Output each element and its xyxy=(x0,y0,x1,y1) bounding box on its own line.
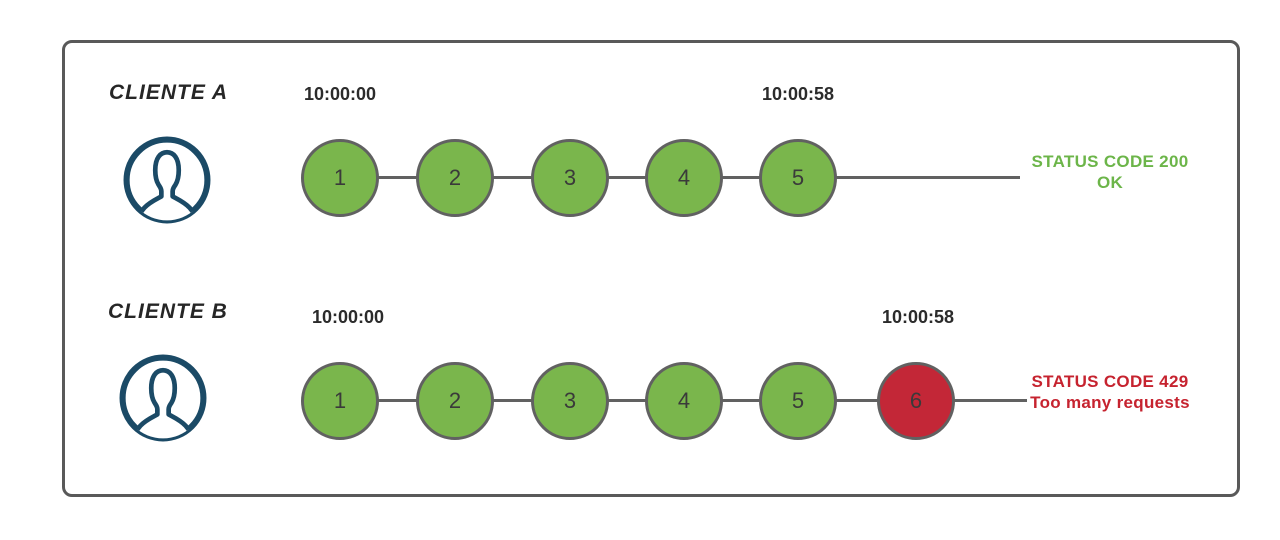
status-message-line: Too many requests xyxy=(1030,393,1190,412)
status-code-line: STATUS CODE 200 xyxy=(1031,152,1189,171)
client-b-user-icon xyxy=(116,351,210,445)
status-message-line: OK xyxy=(1096,173,1124,192)
request-circle: 3 xyxy=(531,362,609,440)
client-b-start-time: 10:00:00 xyxy=(311,307,385,327)
client-a-end-time: 10:00:58 xyxy=(761,84,835,104)
client-b-end-time: 10:00:58 xyxy=(881,307,955,327)
client-a-user-icon xyxy=(120,133,214,227)
client-a-status-label: STATUS CODE 200 OK xyxy=(1010,151,1210,193)
request-circle: 5 xyxy=(759,139,837,217)
request-circle: 1 xyxy=(301,362,379,440)
request-circle: 2 xyxy=(416,139,494,217)
request-circle: 4 xyxy=(645,362,723,440)
diagram-frame xyxy=(62,40,1240,497)
client-a-start-time: 10:00:00 xyxy=(303,84,377,104)
client-b-status-label: STATUS CODE 429 Too many requests xyxy=(1010,371,1210,413)
request-circle: 1 xyxy=(301,139,379,217)
request-circle: 6 xyxy=(877,362,955,440)
request-circle: 5 xyxy=(759,362,837,440)
request-circle: 2 xyxy=(416,362,494,440)
status-code-line: STATUS CODE 429 xyxy=(1031,372,1189,391)
client-b-label: CLIENTE B xyxy=(108,300,228,323)
request-circle: 4 xyxy=(645,139,723,217)
client-a-label: CLIENTE A xyxy=(109,81,229,104)
request-circle: 3 xyxy=(531,139,609,217)
